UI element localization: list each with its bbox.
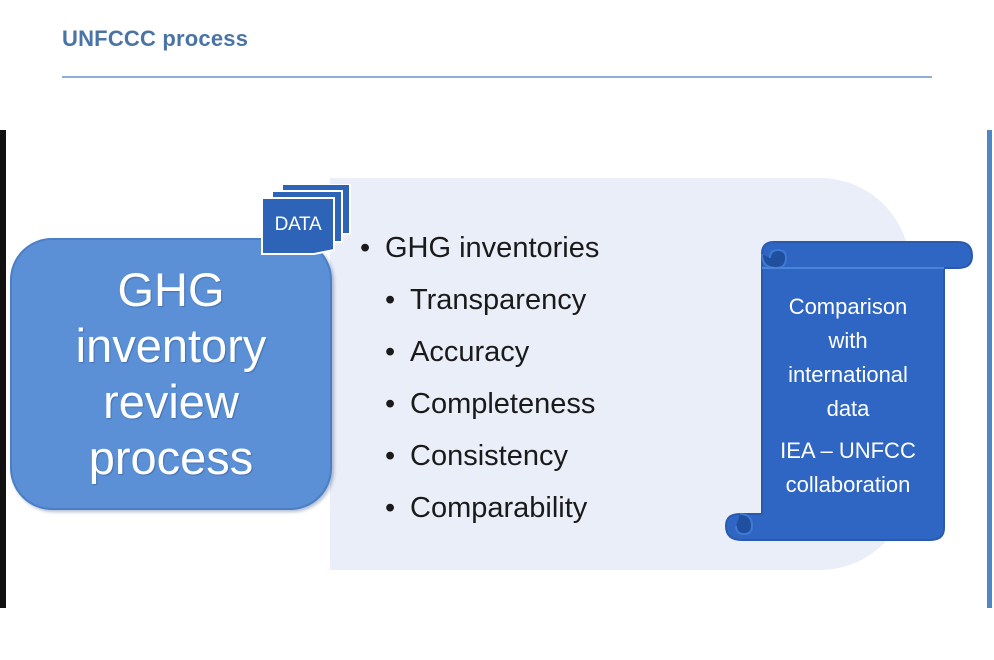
list-item: • Transparency bbox=[360, 274, 599, 326]
list-item-label: GHG inventories bbox=[385, 232, 600, 264]
list-item-main: • GHG inventories bbox=[360, 222, 599, 274]
list-item: • Completeness bbox=[360, 378, 599, 430]
header-divider bbox=[62, 76, 932, 78]
bullet-icon: • bbox=[385, 440, 396, 472]
data-badge-label: DATA bbox=[274, 214, 322, 235]
scroll-text: Comparison with international data IEA –… bbox=[760, 290, 936, 502]
data-sheet-front bbox=[261, 197, 335, 255]
list-item-label: Comparability bbox=[410, 492, 588, 524]
bullet-icon: • bbox=[360, 232, 371, 264]
process-box: GHG inventory review process bbox=[10, 238, 332, 510]
scroll-top-curl bbox=[761, 248, 788, 270]
page-title: UNFCCC process bbox=[62, 26, 249, 51]
scroll-collaboration-text: IEA – UNFCC collaboration bbox=[780, 438, 916, 497]
right-edge-bar bbox=[987, 130, 992, 608]
list-item: • Accuracy bbox=[360, 326, 599, 378]
list-item-label: Accuracy bbox=[410, 336, 530, 368]
bullet-icon: • bbox=[385, 492, 396, 524]
scroll-bottom-curl bbox=[735, 513, 754, 536]
bullet-icon: • bbox=[385, 284, 396, 316]
scroll-icon bbox=[724, 241, 974, 541]
list-item-label: Transparency bbox=[410, 284, 587, 316]
list-item-label: Completeness bbox=[410, 388, 596, 420]
list-item-label: Consistency bbox=[410, 440, 568, 472]
scroll-comparison-text: Comparison with international data bbox=[788, 294, 908, 421]
list-item: • Consistency bbox=[360, 430, 599, 482]
process-box-label: GHG inventory review process bbox=[75, 263, 267, 484]
bullet-icon: • bbox=[385, 336, 396, 368]
list-item: • Comparability bbox=[360, 482, 599, 534]
bullet-icon: • bbox=[385, 388, 396, 420]
criteria-list: • GHG inventories • Transparency • Accuracy… bbox=[360, 222, 599, 534]
scroll-body bbox=[724, 241, 974, 541]
data-stack-icon bbox=[261, 184, 351, 255]
left-edge-bar bbox=[0, 130, 6, 608]
